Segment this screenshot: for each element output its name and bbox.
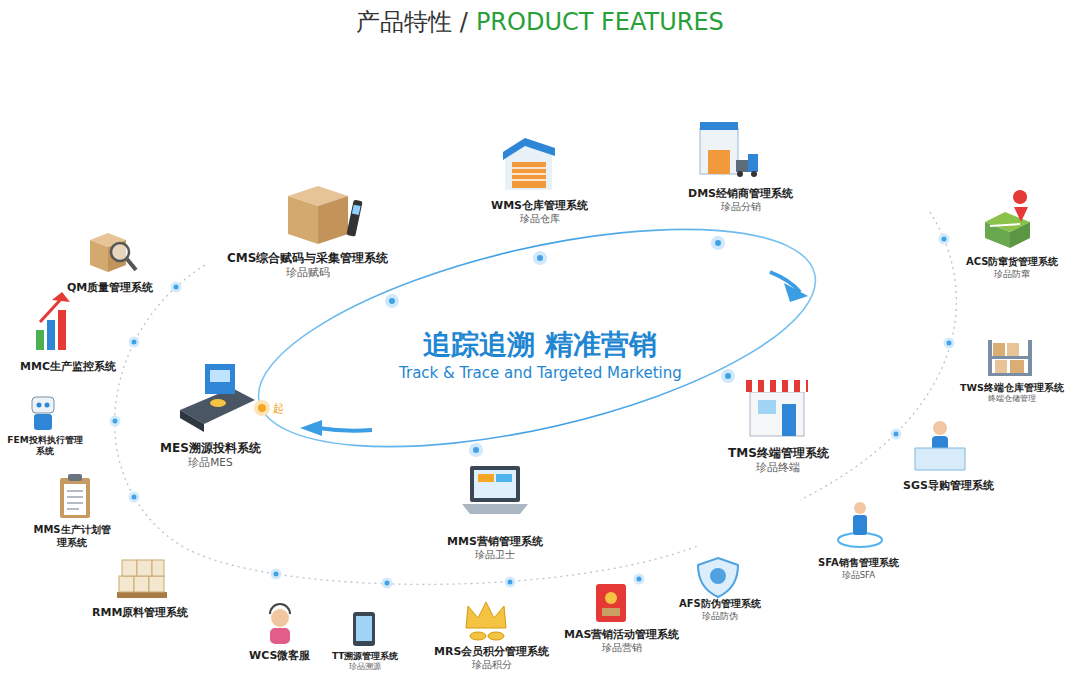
system-name: MES溯源投料系统 [160,441,261,456]
system-name: MMS营销管理系统 [447,535,543,549]
title-english: PRODUCT FEATURES [476,8,724,36]
dotted-arc [115,265,700,584]
plan-icon [60,474,90,518]
system-node: DMS经销商管理系统珍品分销 [688,187,793,213]
robot-icon [32,397,54,430]
start-mark: 起 [273,401,284,416]
product-name: 珍品SFA [818,570,899,581]
system-name: DMS经销商管理系统 [688,187,793,201]
system-node: CMS综合赋码与采集管理系统珍品赋码 [227,251,388,279]
product-name: 珍品溯源 [332,662,399,672]
cycle-arrow [318,428,372,431]
system-name: AFS防伪管理系统 [679,598,761,611]
system-node: MMS营销管理系统珍品卫士 [447,535,543,561]
feeding-machine-icon [180,364,255,432]
chart-icon [36,292,70,350]
system-name: FEM投料执行管理系统 [6,435,84,458]
system-node: SFA销售管理系统珍品SFA [818,557,899,580]
system-name: MRS会员积分管理系统 [434,645,549,659]
system-node: TT溯源管理系统珍品溯源 [332,651,399,672]
system-name: MAS营销活动管理系统 [564,628,679,642]
system-node: MMC生产监控系统 [20,360,116,374]
arc-dots [111,235,953,587]
system-node: MAS营销活动管理系统珍品营销 [564,628,679,654]
center-slogan: 追踪追溯 精准营销 [423,326,657,364]
system-name: SFA销售管理系统 [818,557,899,570]
store-icon [746,380,808,436]
system-node: TWS终端仓库管理系统终端仓储管理 [960,382,1064,404]
product-name: 终端仓储管理 [960,394,1064,404]
start-dot [256,402,268,414]
campaign-icon [596,584,626,622]
laptop-icon [462,466,528,514]
product-name: 珍品防窜 [966,269,1058,280]
system-node: WMS仓库管理系统珍品仓库 [491,199,588,225]
system-node: FEM投料执行管理系统 [6,435,84,458]
points-icon [466,602,506,640]
cycle-arrow [770,272,800,292]
distributor-icon [700,122,758,177]
product-name: 珍品赋码 [227,266,388,279]
system-name: ACS防窜货管理系统 [966,256,1058,269]
system-name: RMM原料管理系统 [92,606,188,620]
system-node: MES溯源投料系统珍品MES [160,441,261,469]
system-name: MMC生产监控系统 [20,360,116,374]
system-node: TMS终端管理系统珍品终端 [728,446,829,474]
system-name: TWS终端仓库管理系统 [960,382,1064,394]
product-name: 珍品防伪 [679,611,761,622]
product-name: 珍品终端 [728,461,829,474]
system-node: MRS会员积分管理系统珍品积分 [434,645,549,671]
product-name: 珍品分销 [688,201,793,213]
system-name: SGS导购管理系统 [903,479,994,493]
system-name: CMS综合赋码与采集管理系统 [227,251,388,266]
system-name: WCS微客服 [249,649,310,663]
system-node: MMS生产计划管理系统 [29,524,115,549]
shield-icon [698,558,738,597]
tablet-icon [353,612,375,646]
map-icon [985,190,1030,248]
system-node: WCS微客服 [249,649,310,663]
system-name: QM质量管理系统 [67,281,153,295]
box-scanner-icon [288,186,363,244]
system-node: RMM原料管理系统 [92,606,188,620]
sales-icon [838,502,882,547]
pallet-icon [117,560,167,598]
system-name: WMS仓库管理系统 [491,199,588,213]
product-name: 珍品营销 [564,642,679,654]
system-node: SGS导购管理系统 [903,479,994,493]
system-name: MMS生产计划管理系统 [29,524,115,549]
shelf-icon [988,340,1032,376]
guide-icon [915,421,965,470]
system-name: TT溯源管理系统 [332,651,399,662]
center-slogan-english: Track & Trace and Targeted Marketing [399,364,682,382]
product-name: 珍品MES [160,456,261,469]
system-node: QM质量管理系统 [67,281,153,295]
product-name: 珍品卫士 [447,549,543,561]
service-icon [270,604,290,644]
cycle-ring [239,186,835,490]
system-node: ACS防窜货管理系统珍品防窜 [966,256,1058,279]
ring-dots [387,238,733,455]
warehouse-icon [503,138,555,190]
product-name: 珍品积分 [434,659,549,671]
system-name: TMS终端管理系统 [728,446,829,461]
system-node: AFS防伪管理系统珍品防伪 [679,598,761,621]
quality-icon [90,233,136,272]
product-name: 珍品仓库 [491,213,588,225]
title: 产品特性 / [356,6,468,38]
